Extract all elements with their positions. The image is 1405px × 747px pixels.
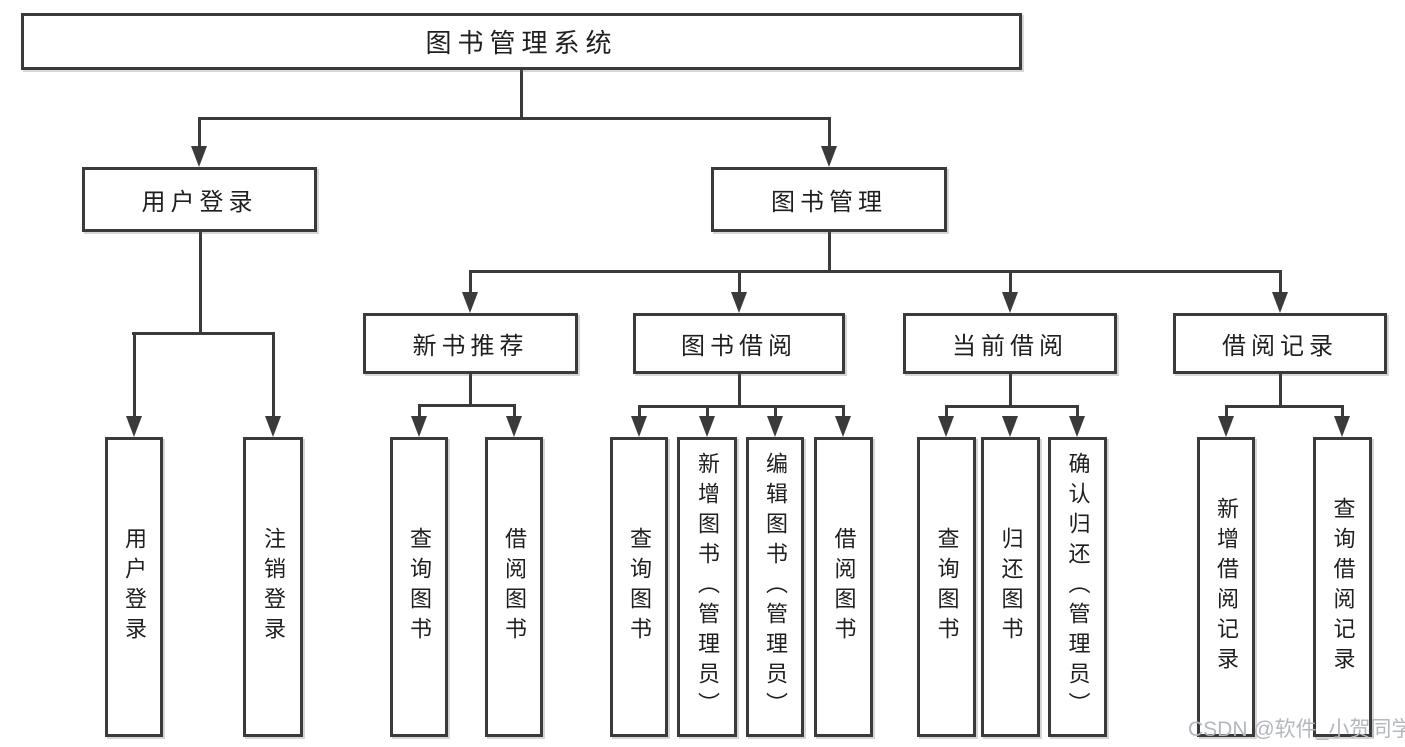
connector-line <box>520 69 523 118</box>
leaf-cb-query-books: 查询图书 <box>917 437 976 737</box>
node-current-borrowing: 当前借阅 <box>903 313 1117 374</box>
connector-line <box>1225 406 1228 420</box>
leaf-br-query-record-label: 查询借阅记录 <box>1330 497 1356 677</box>
arrow-down-icon <box>191 146 207 167</box>
arrow-down-icon <box>1218 416 1234 437</box>
connector-line <box>132 332 275 335</box>
leaf-bb-query-books-label: 查询图书 <box>627 527 652 647</box>
connector-line <box>133 333 136 420</box>
connector-line <box>638 406 641 420</box>
leaf-bb-edit-books-admin-label: 编辑图书（管理员） <box>763 452 788 722</box>
arrow-down-icon <box>699 416 715 437</box>
leaf-cb-confirm-return-admin: 确认归还（管理员） <box>1048 437 1107 737</box>
arrow-down-icon <box>731 292 747 313</box>
node-new-book-recommend: 新书推荐 <box>363 313 578 374</box>
node-library-system: 图书管理系统 <box>21 13 1022 70</box>
connector-line <box>418 405 421 420</box>
arrow-down-icon <box>1002 292 1018 313</box>
arrow-down-icon <box>265 416 281 437</box>
connector-line <box>1279 271 1282 296</box>
node-new-book-recommend-label: 新书推荐 <box>412 333 529 360</box>
node-book-management: 图书管理 <box>711 167 947 232</box>
leaf-nbr-query-books-label: 查询图书 <box>407 527 432 647</box>
leaf-cb-query-books-label: 查询图书 <box>934 527 960 647</box>
leaf-br-query-record: 查询借阅记录 <box>1313 437 1372 737</box>
arrow-down-icon <box>1002 416 1018 437</box>
leaf-cb-confirm-return-admin-label: 确认归还（管理员） <box>1065 452 1091 722</box>
arrow-down-icon <box>506 416 522 437</box>
node-book-management-label: 图书管理 <box>771 189 887 216</box>
leaf-bb-borrow-books-label: 借阅图书 <box>831 527 857 647</box>
node-library-system-label: 图书管理系统 <box>425 28 618 58</box>
connector-line <box>945 405 1079 408</box>
arrow-down-icon <box>631 416 647 437</box>
connector-line <box>1076 406 1079 420</box>
connector-line <box>828 118 831 150</box>
leaf-bb-borrow-books: 借阅图书 <box>814 437 873 737</box>
node-book-borrowing: 图书借阅 <box>633 313 845 374</box>
connector-line <box>1225 405 1344 408</box>
connector-line <box>774 406 777 420</box>
leaf-bb-add-books-admin-label: 新增图书（管理员） <box>695 452 720 722</box>
connector-line <box>828 232 831 271</box>
arrow-down-icon <box>411 416 427 437</box>
connector-line <box>469 271 472 296</box>
connector-line <box>638 405 845 408</box>
connector-line <box>199 232 202 333</box>
leaf-br-add-record: 新增借阅记录 <box>1197 437 1255 737</box>
leaf-bb-add-books-admin: 新增图书（管理员） <box>677 437 737 737</box>
arrow-down-icon <box>767 416 783 437</box>
connector-line <box>469 374 472 405</box>
leaf-cb-return-books: 归还图书 <box>981 437 1040 737</box>
csdn-watermark: CSDN @软件_小贺同学 <box>1188 718 1405 741</box>
connector-line <box>469 270 1282 273</box>
connector-line <box>706 406 709 420</box>
connector-line <box>945 406 948 420</box>
connector-line <box>1009 374 1012 406</box>
connector-line <box>198 118 201 150</box>
leaf-user-login-label: 用户登录 <box>122 527 147 647</box>
arrow-down-icon <box>462 292 478 313</box>
node-borrowing-records-label: 借阅记录 <box>1222 333 1338 360</box>
arrow-down-icon <box>821 146 837 167</box>
arrow-down-icon <box>126 416 142 437</box>
leaf-bb-edit-books-admin: 编辑图书（管理员） <box>746 437 804 737</box>
leaf-bb-query-books: 查询图书 <box>610 437 668 737</box>
arrow-down-icon <box>938 416 954 437</box>
connector-line <box>842 406 845 420</box>
connector-line <box>1009 271 1012 296</box>
leaf-nbr-borrow-books-label: 借阅图书 <box>502 527 527 647</box>
connector-line <box>272 333 275 420</box>
node-book-borrowing-label: 图书借阅 <box>681 333 797 360</box>
leaf-logout: 注销登录 <box>243 437 303 737</box>
connector-line <box>418 404 516 407</box>
connector-line <box>738 271 741 296</box>
leaf-cb-return-books-label: 归还图书 <box>998 527 1024 647</box>
arrow-down-icon <box>835 416 851 437</box>
arrow-down-icon <box>1069 416 1085 437</box>
node-borrowing-records: 借阅记录 <box>1173 313 1387 374</box>
node-user-login: 用户登录 <box>82 167 317 232</box>
node-current-borrowing-label: 当前借阅 <box>952 333 1068 360</box>
connector-line <box>198 117 831 120</box>
connector-line <box>513 405 516 420</box>
connector-line <box>1341 406 1344 420</box>
leaf-nbr-query-books: 查询图书 <box>390 437 448 737</box>
node-user-login-label: 用户登录 <box>141 189 258 216</box>
leaf-user-login: 用户登录 <box>105 437 163 737</box>
arrow-down-icon <box>1272 292 1288 313</box>
leaf-br-add-record-label: 新增借阅记录 <box>1214 497 1239 677</box>
leaf-logout-label: 注销登录 <box>261 527 286 647</box>
leaf-nbr-borrow-books: 借阅图书 <box>485 437 543 737</box>
arrow-down-icon <box>1334 416 1350 437</box>
connector-line <box>1279 374 1282 406</box>
connector-line <box>738 374 741 406</box>
